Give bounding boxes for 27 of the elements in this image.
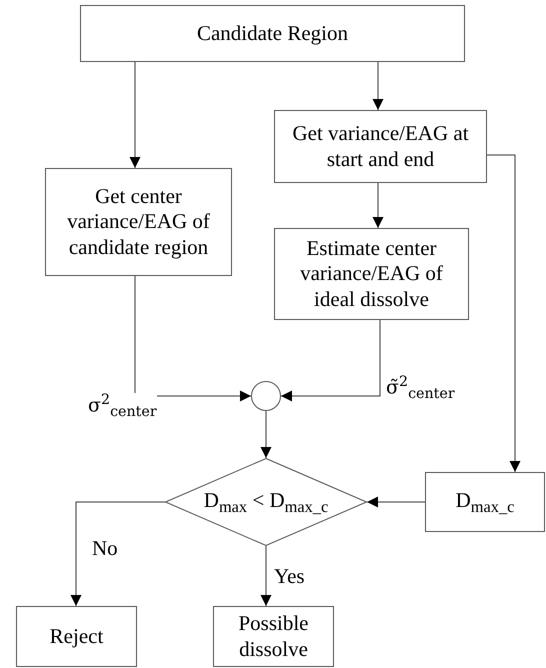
process-box	[80, 5, 465, 62]
arrow	[70, 502, 166, 606]
arrow	[372, 182, 384, 228]
node-text: D$_{max}$ < D$_{max_c}$	[204, 488, 328, 516]
junction-circle	[251, 381, 281, 411]
process-box	[425, 472, 545, 532]
decision-diamond	[165, 458, 367, 546]
arrow	[130, 62, 140, 168]
arrow	[486, 154, 520, 472]
arrow	[260, 546, 272, 606]
process-box	[45, 168, 232, 276]
node-text: Estimate center variance/EAG of ideal dissolve	[299, 236, 444, 312]
node-text: Get variance/EAG at start and end	[291, 121, 470, 172]
arrow	[372, 62, 384, 110]
process-box	[213, 606, 334, 667]
node-text: D$_{max_c}$	[456, 488, 514, 516]
process-box	[274, 110, 487, 183]
arrow	[366, 496, 426, 508]
arrow	[280, 320, 380, 402]
arrow	[260, 410, 272, 458]
node-text: Possible dissolve	[237, 611, 310, 662]
node-text: Reject	[50, 624, 104, 650]
process-box	[16, 606, 137, 667]
process-box	[274, 228, 469, 320]
node-text: Get center variance/EAG of candidate region	[66, 184, 211, 260]
arrow	[134, 276, 252, 402]
node-text: Candidate Region	[196, 20, 348, 46]
